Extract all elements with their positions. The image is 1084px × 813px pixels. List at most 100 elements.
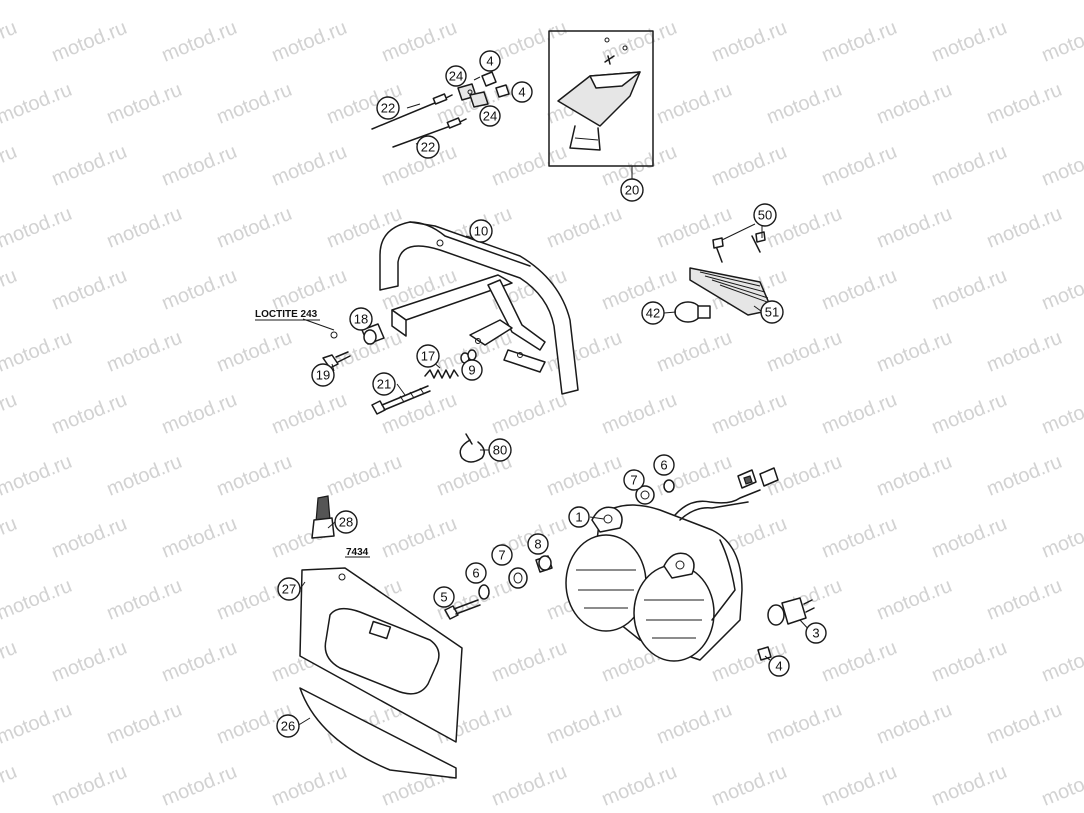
watermark-text: motod.ru <box>49 17 130 67</box>
part-20-cover-box <box>548 30 654 180</box>
watermark-text: motod.ru <box>49 389 130 439</box>
part-80-clip <box>459 433 485 463</box>
callout-20: 20 <box>620 178 644 202</box>
watermark-text: motod.ru <box>104 79 185 129</box>
watermark-text: motod.ru <box>1039 637 1084 687</box>
callout-5: 5 <box>433 586 455 608</box>
watermark-text: motod.ru <box>764 0 845 5</box>
part-1-headlight <box>565 467 779 662</box>
watermark-text: motod.ru <box>159 141 240 191</box>
part-26-lens <box>299 687 457 779</box>
svg-text:42: 42 <box>646 306 660 321</box>
watermark-text: motod.ru <box>159 513 240 563</box>
watermark-text: motod.ru <box>1039 265 1084 315</box>
part-18-spacer <box>361 323 385 345</box>
callout-7-lower: 7 <box>491 544 513 566</box>
part-10-bracket <box>379 221 579 395</box>
watermark-text: motod.ru <box>214 451 295 501</box>
watermark-text: motod.ru <box>49 761 130 811</box>
watermark-text: motod.ru <box>819 17 900 67</box>
watermark-text: motod.ru <box>104 699 185 749</box>
watermark-text: motod.ru <box>214 0 295 5</box>
watermark-text: motod.ru <box>159 17 240 67</box>
callout-18: 18 <box>349 307 373 331</box>
callout-51: 51 <box>760 300 784 324</box>
watermark-text: motod.ru <box>379 17 460 67</box>
svg-text:LOCTITE 243: LOCTITE 243 <box>255 309 318 320</box>
svg-text:22: 22 <box>421 140 435 155</box>
watermark-text: motod.ru <box>104 327 185 377</box>
watermark-text: motod.ru <box>654 0 735 5</box>
watermark-text: motod.ru <box>0 637 20 687</box>
watermark-text: motod.ru <box>0 761 20 811</box>
watermark-text: motod.ru <box>819 513 900 563</box>
svg-text:51: 51 <box>765 305 779 320</box>
part-6-washer-lower <box>478 584 490 600</box>
watermark-text: motod.ru <box>984 699 1065 749</box>
callout-4-mid: 4 <box>511 81 533 103</box>
watermark-text: motod.ru <box>214 79 295 129</box>
watermark-text: motod.ru <box>929 389 1010 439</box>
watermark-text: motod.ru <box>709 761 790 811</box>
watermark-text: motod.ru <box>544 699 625 749</box>
watermark-text: motod.ru <box>49 637 130 687</box>
watermark-text: motod.ru <box>49 141 130 191</box>
watermark-text: motod.ru <box>599 761 680 811</box>
callout-10: 10 <box>469 219 493 243</box>
watermark-text: motod.ru <box>874 575 955 625</box>
svg-text:24: 24 <box>449 69 463 84</box>
svg-text:7: 7 <box>630 473 637 488</box>
watermark-text: motod.ru <box>874 0 955 5</box>
callout-26: 26 <box>276 714 300 738</box>
callout-6-lower: 6 <box>465 562 487 584</box>
watermark-text: motod.ru <box>434 0 515 5</box>
watermark-text: motod.ru <box>599 17 680 67</box>
watermark-text: motod.ru <box>654 79 735 129</box>
part-3-headlight-bulb <box>767 597 815 626</box>
part-6-washer-upper <box>663 479 675 493</box>
watermark-text: motod.ru <box>269 17 350 67</box>
part-7-bushing-lower <box>508 567 528 589</box>
note-7434: 7434 <box>346 547 369 558</box>
callout-19: 19 <box>311 363 335 387</box>
part-22-24-wiring <box>371 71 510 148</box>
watermark-text: motod.ru <box>709 141 790 191</box>
watermark-text: motod.ru <box>104 451 185 501</box>
callout-21: 21 <box>372 372 396 396</box>
watermark-text: motod.ru <box>49 265 130 315</box>
watermark-text: motod.ru <box>874 203 955 253</box>
watermark-text: motod.ru <box>1039 513 1084 563</box>
watermark-text: motod.ru <box>929 513 1010 563</box>
svg-text:24: 24 <box>483 109 497 124</box>
svg-text:80: 80 <box>493 443 507 458</box>
callout-24-top: 24 <box>445 65 467 87</box>
watermark-text: motod.ru <box>489 637 570 687</box>
svg-text:19: 19 <box>316 368 330 383</box>
part-21-long-bolt <box>371 385 431 415</box>
watermark-text: motod.ru <box>269 389 350 439</box>
watermark-text: motod.ru <box>874 79 955 129</box>
watermark-text: motod.ru <box>1039 141 1084 191</box>
watermark-text: motod.ru <box>654 699 735 749</box>
svg-text:3: 3 <box>812 626 819 641</box>
watermark-text: motod.ru <box>929 141 1010 191</box>
svg-text:7: 7 <box>498 548 505 563</box>
watermark-text: motod.ru <box>764 699 845 749</box>
watermark-text: motod.ru <box>0 451 75 501</box>
watermark-text: motod.ru <box>0 203 75 253</box>
svg-text:6: 6 <box>660 458 667 473</box>
callout-17: 17 <box>416 344 440 368</box>
watermark-text: motod.ru <box>214 203 295 253</box>
callout-28: 28 <box>334 510 358 534</box>
watermark-text: motod.ru <box>0 17 20 67</box>
watermark-text: motod.ru <box>324 0 405 5</box>
part-42-bulb <box>674 301 711 323</box>
watermark-text: motod.ru <box>599 265 680 315</box>
svg-text:50: 50 <box>758 208 772 223</box>
svg-text:17: 17 <box>421 349 435 364</box>
watermark-text: motod.ru <box>984 203 1065 253</box>
watermark-text: motod.ru <box>599 389 680 439</box>
watermark-text: motod.ru <box>489 761 570 811</box>
svg-text:10: 10 <box>474 224 488 239</box>
